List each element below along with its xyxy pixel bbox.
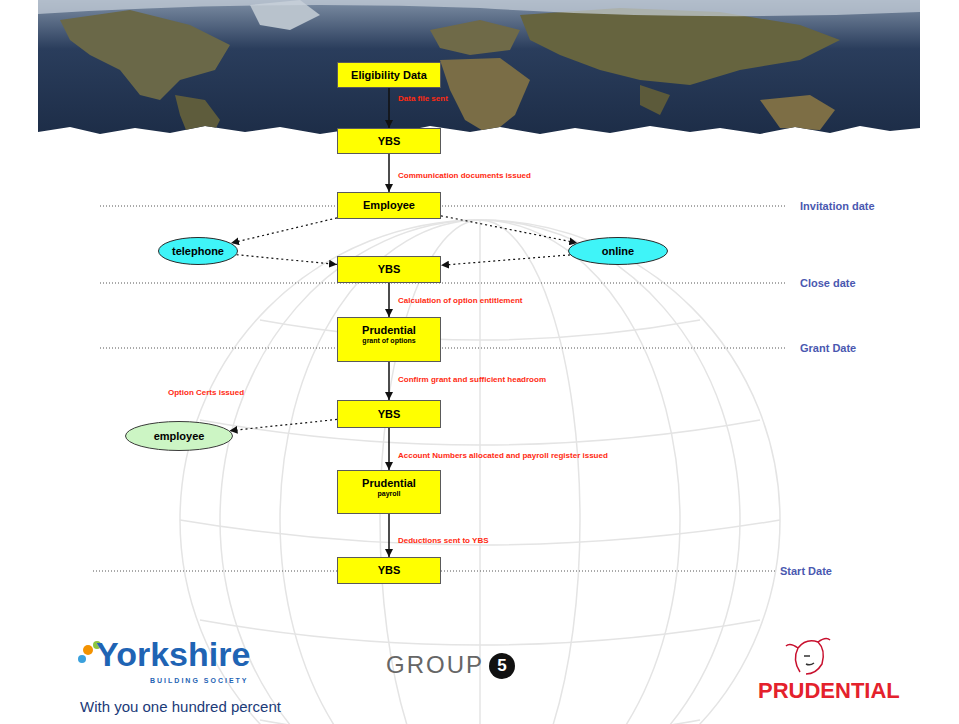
dotted-arrow — [237, 255, 337, 265]
flow-arrow — [388, 154, 390, 192]
date-line — [100, 206, 785, 207]
node-title: YBS — [378, 564, 401, 577]
map-ocean — [38, 0, 920, 140]
map-land — [430, 20, 520, 55]
node-title: YBS — [378, 263, 401, 276]
world-map — [38, 0, 920, 140]
edge-label: Deductions sent to YBS — [398, 537, 489, 546]
process-box: YBS — [337, 557, 441, 584]
flow-arrow — [388, 283, 390, 317]
node-title: YBS — [378, 408, 401, 421]
process-box: Employee — [337, 192, 441, 219]
node-subtitle: grant of options — [362, 337, 415, 345]
process-box: Prudentialgrant of options — [337, 317, 441, 362]
dotted-arrow — [441, 255, 570, 265]
node-title: Prudential — [362, 477, 416, 490]
edge-label: Confirm grant and sufficient headroom — [398, 376, 546, 385]
logo-slogan: With you one hundred percent — [80, 699, 281, 716]
map-land — [175, 95, 220, 140]
map-land — [760, 95, 835, 130]
date-label: Close date — [800, 277, 856, 289]
logo-number: 5 — [497, 657, 506, 676]
icon-stroke — [804, 656, 814, 665]
node-title: online — [602, 245, 634, 258]
dotted-arrow — [231, 218, 337, 243]
node-subtitle: payroll — [378, 490, 401, 498]
edge-label: Calculation of option entitlement — [398, 297, 522, 306]
dotted-arrow — [230, 419, 337, 430]
ellipse-shape — [159, 238, 238, 265]
logo-dot — [83, 645, 93, 655]
icon-stroke — [786, 638, 830, 648]
flow-arrow — [388, 362, 390, 400]
terminal-ellipse: telephone — [158, 237, 238, 265]
node-title: Prudential — [362, 324, 416, 337]
globe-meridian — [479, 220, 481, 724]
terminal-ellipse: online — [568, 237, 668, 265]
edge-label: Data file sent — [398, 95, 448, 104]
map-land — [520, 8, 840, 85]
date-label: Invitation date — [800, 200, 875, 212]
ellipse-shape — [569, 238, 668, 265]
map-land — [640, 85, 670, 115]
globe-meridian — [280, 220, 680, 724]
map-polar-band — [38, 0, 920, 16]
globe-watermark — [180, 220, 780, 724]
edge-label: Account Numbers allocated and payroll re… — [398, 452, 608, 461]
map-land — [60, 10, 230, 100]
logo-text: Yorkshire — [96, 636, 250, 673]
globe-parallel — [200, 620, 760, 645]
date-line — [100, 348, 785, 349]
flow-arrow — [388, 514, 390, 557]
globe-parallel — [260, 720, 700, 724]
terminal-ellipse: employee — [125, 421, 233, 451]
process-box: YBS — [337, 400, 441, 428]
prudential-icon — [786, 638, 830, 674]
process-box: YBS — [337, 256, 441, 283]
node-title: YBS — [378, 135, 401, 148]
date-label: Grant Date — [800, 342, 856, 354]
ellipse-shape — [126, 422, 233, 451]
node-title: telephone — [172, 245, 224, 258]
logo-dot — [78, 655, 86, 663]
globe-parallel — [200, 420, 760, 445]
date-lines — [93, 206, 785, 571]
edge-label: Option Certs issued — [168, 389, 244, 398]
icon-stroke — [795, 641, 823, 674]
globe-meridian — [220, 220, 740, 724]
logo-text: GROUP — [386, 652, 484, 678]
edge-label: Communication documents issued — [398, 172, 531, 181]
logo-subtext: BUILDING SOCIETY — [150, 677, 249, 685]
node-title: employee — [154, 430, 205, 443]
flow-arrow — [388, 88, 390, 128]
globe-parallel — [260, 320, 700, 340]
flow-arrow — [388, 428, 390, 470]
node-title: Employee — [363, 199, 415, 212]
date-line — [100, 283, 785, 284]
globe-parallel — [180, 520, 780, 545]
dotted-arrow — [441, 216, 577, 243]
process-box: YBS — [337, 128, 441, 154]
group5-circle — [489, 653, 515, 679]
globe-outline — [180, 220, 780, 724]
map-land — [440, 58, 530, 135]
node-title: Eligibility Data — [351, 69, 427, 82]
logo-text: PRUDENTIAL — [758, 679, 900, 703]
process-box: Prudentialpayroll — [337, 470, 441, 514]
date-label: Start Date — [780, 565, 832, 577]
process-box: Eligibility Data — [337, 62, 441, 88]
